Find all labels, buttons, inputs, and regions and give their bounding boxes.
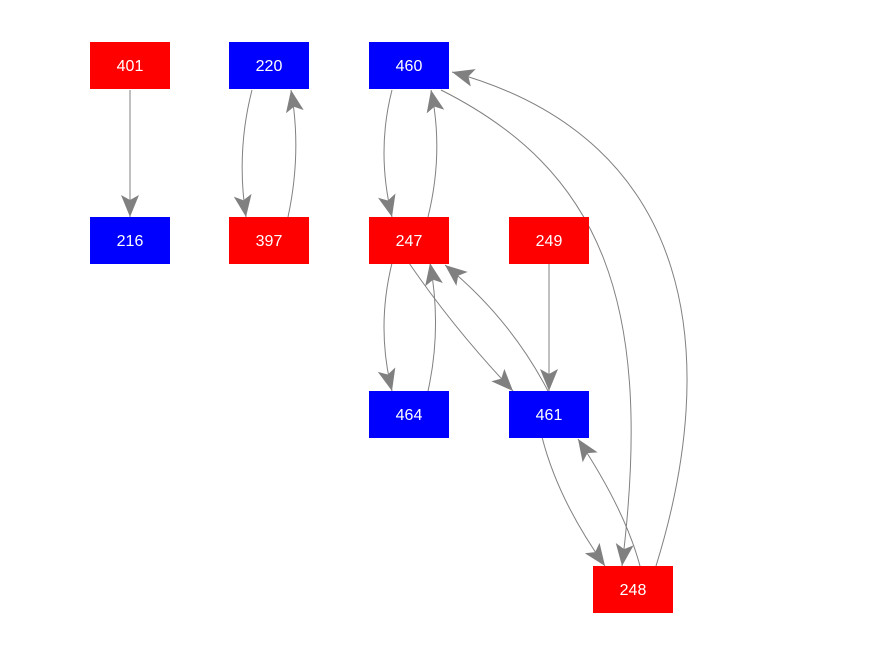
- node-label: 248: [620, 582, 647, 599]
- node-220[interactable]: 220: [229, 42, 309, 89]
- node-box: [509, 391, 589, 438]
- edge-461-to-248: [541, 436, 606, 567]
- node-box: [369, 42, 449, 89]
- node-401[interactable]: 401: [90, 42, 170, 89]
- node-397[interactable]: 397: [229, 217, 309, 264]
- edge-464-to-247: [425, 262, 443, 392]
- edge-248-to-460: [451, 69, 688, 567]
- node-label: 247: [396, 233, 423, 250]
- nodes-layer: 401 220 460 216 397 247 249 464 461 248: [90, 42, 673, 613]
- node-247[interactable]: 247: [369, 217, 449, 264]
- edge-248-to-461: [577, 438, 641, 567]
- edge-461-to-247: [444, 264, 549, 392]
- node-216[interactable]: 216: [90, 217, 170, 264]
- node-249[interactable]: 249: [509, 217, 589, 264]
- edge-247-to-460: [426, 89, 445, 218]
- node-label: 220: [256, 58, 283, 75]
- node-464[interactable]: 464: [369, 391, 449, 438]
- edge-247-to-464: [377, 262, 396, 392]
- edge-220-to-397: [233, 89, 253, 218]
- node-label: 249: [536, 233, 563, 250]
- node-248[interactable]: 248: [593, 566, 673, 613]
- node-label: 216: [117, 233, 144, 250]
- edge-397-to-220: [285, 89, 304, 218]
- node-box: [593, 566, 673, 613]
- node-461[interactable]: 461: [509, 391, 589, 438]
- node-box: [369, 217, 449, 264]
- node-label: 460: [396, 58, 423, 75]
- node-box: [509, 217, 589, 264]
- node-box: [229, 217, 309, 264]
- edge-460-to-247: [378, 89, 396, 218]
- node-box: [90, 42, 170, 89]
- node-label: 461: [536, 407, 563, 424]
- edges-layer: [121, 69, 688, 567]
- node-box: [90, 217, 170, 264]
- node-box: [229, 42, 309, 89]
- node-460[interactable]: 460: [369, 42, 449, 89]
- node-box: [369, 391, 449, 438]
- node-label: 401: [117, 58, 144, 75]
- edge-247-to-461: [408, 262, 514, 392]
- edge-460-to-248: [440, 89, 634, 567]
- node-label: 397: [256, 233, 283, 250]
- node-label: 464: [396, 407, 423, 424]
